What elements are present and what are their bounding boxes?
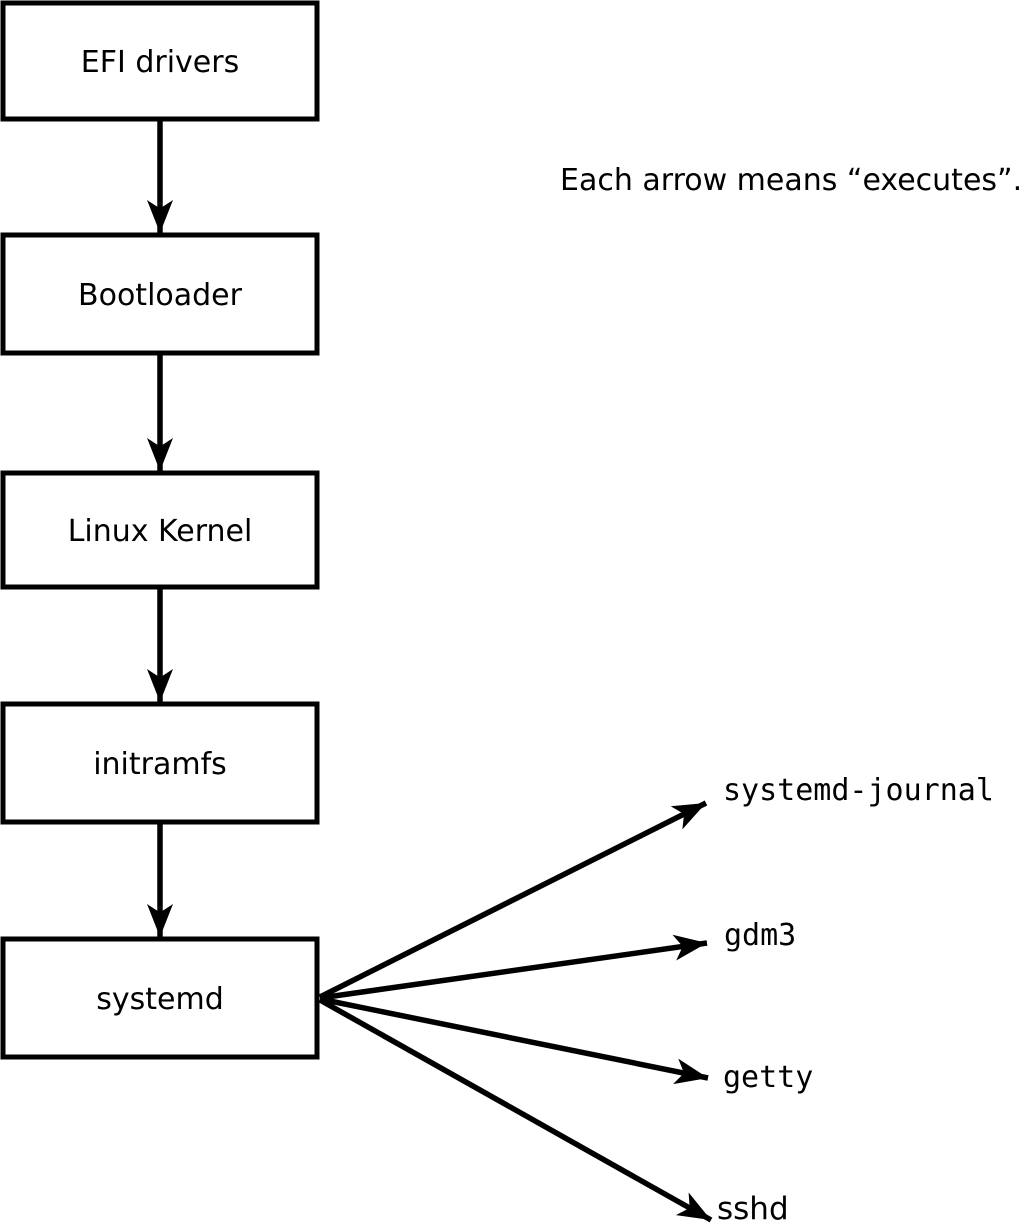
service-label-sshd: sshd — [717, 1191, 789, 1227]
service-label-systemd-journal: systemd-journal — [723, 773, 994, 808]
flow-box-initramfs — [0, 701, 320, 825]
flow-box-efi-drivers — [0, 0, 320, 122]
executes-arrow-systemd-to-getty — [319, 996, 709, 1085]
service-label-getty: getty — [723, 1060, 813, 1095]
executes-arrow-systemd-to-gdm3 — [319, 934, 708, 1001]
note-text: Each arrow means “executes”. — [560, 163, 1022, 198]
flow-box-label-bootloader: Bootloader — [78, 278, 243, 313]
flow-box-systemd — [0, 936, 320, 1060]
executes-arrow-systemd-to-journal — [318, 800, 708, 1000]
flow-box-label-systemd: systemd — [96, 982, 224, 1017]
flow-box-label-linux-kernel: Linux Kernel — [68, 514, 253, 549]
flow-box-label-initramfs: initramfs — [93, 747, 227, 782]
executes-arrow-systemd-to-sshd — [318, 997, 713, 1223]
service-label-gdm3: gdm3 — [724, 918, 796, 953]
flow-box-bootloader — [0, 232, 320, 356]
flow-box-label-efi-drivers: EFI drivers — [81, 45, 239, 80]
